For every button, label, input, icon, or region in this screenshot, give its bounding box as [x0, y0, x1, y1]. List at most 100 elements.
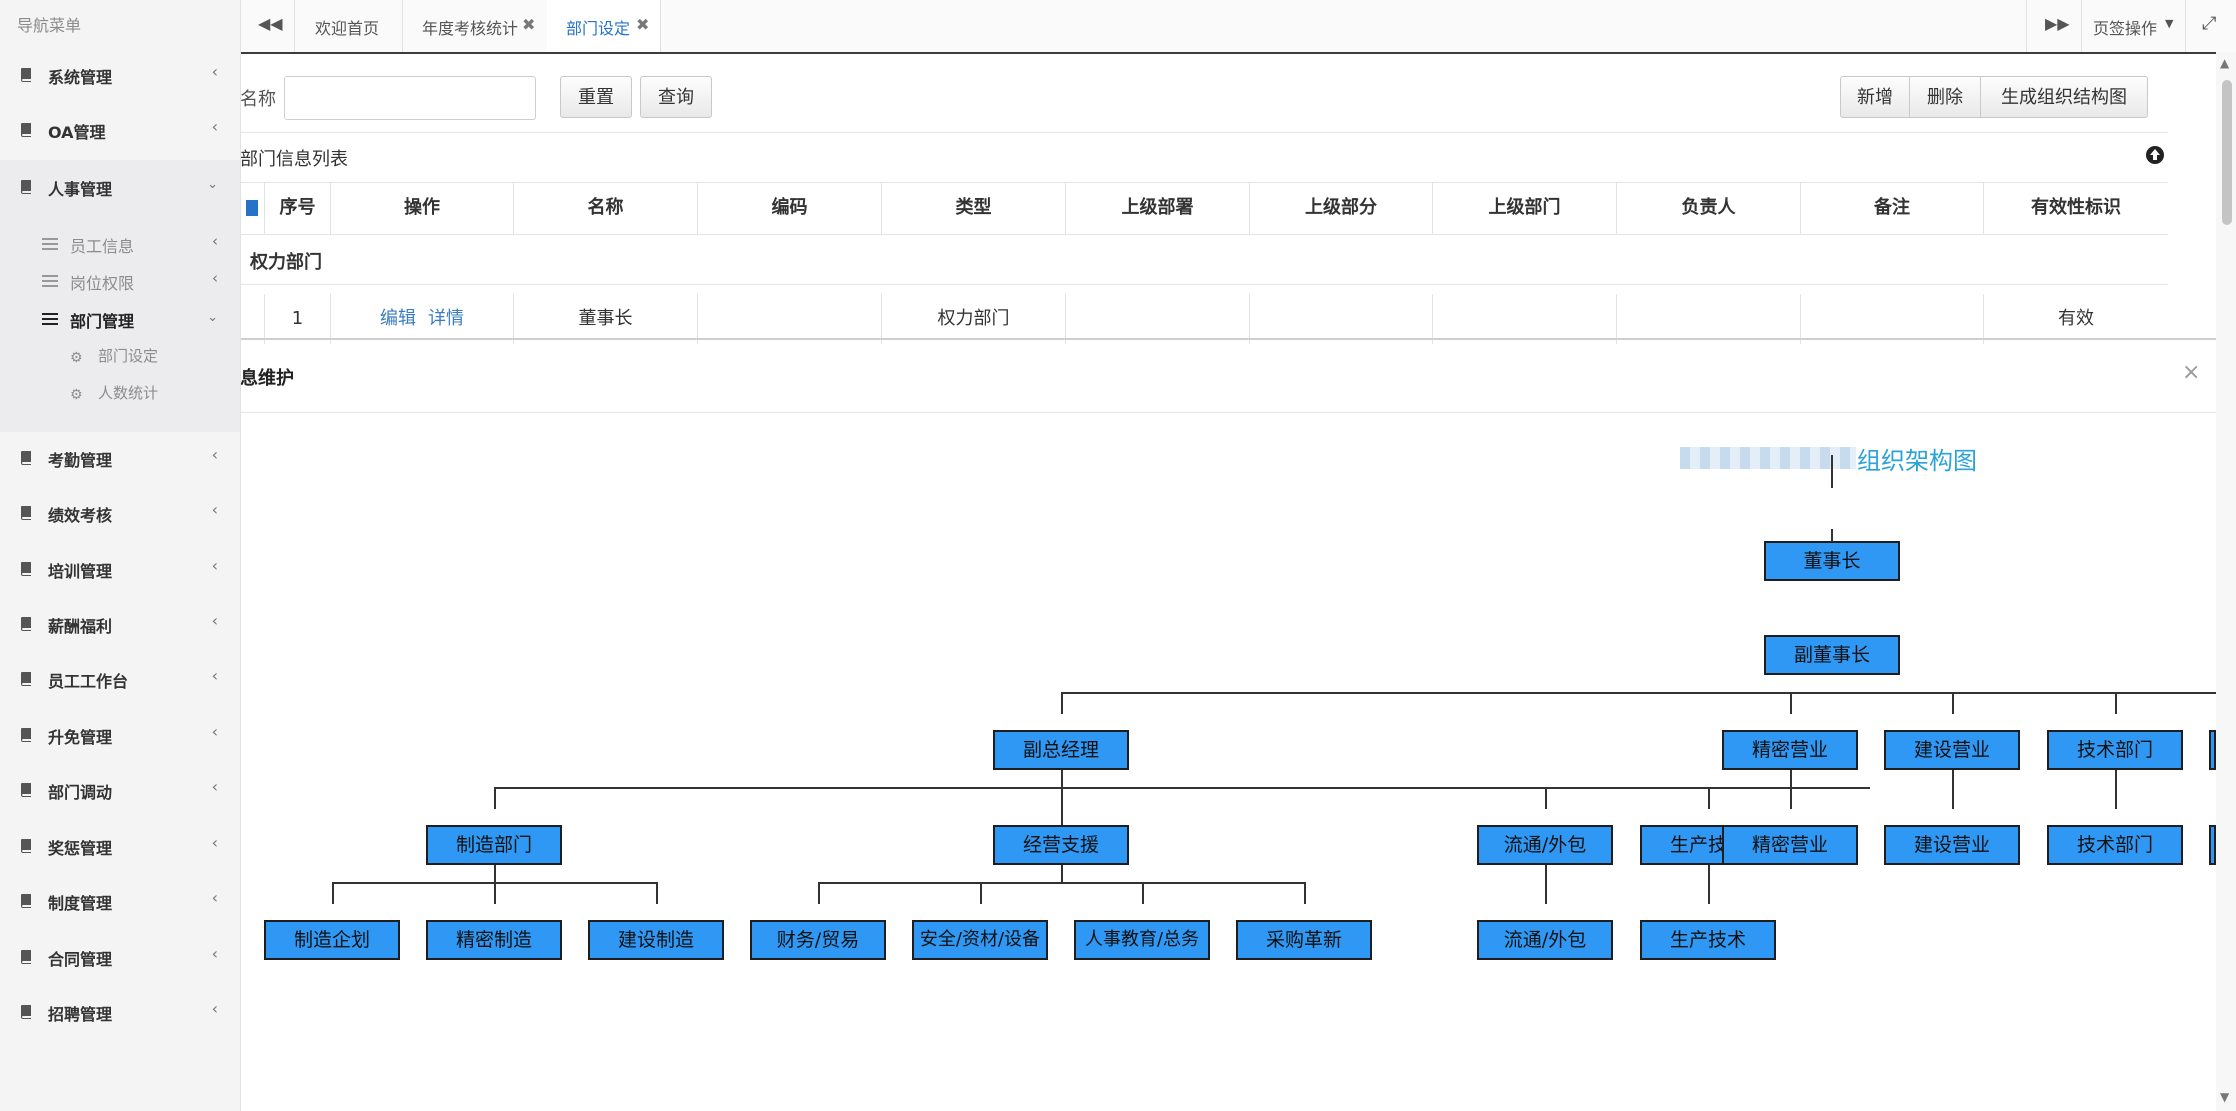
connector-line	[494, 787, 496, 809]
org-node-partial[interactable]	[2209, 825, 2216, 865]
org-node[interactable]: 副总经理	[993, 730, 1129, 770]
col-header[interactable]: 操作	[330, 182, 513, 234]
col-header[interactable]: 名称	[513, 182, 697, 234]
add-button[interactable]: 新增	[1840, 76, 1910, 118]
list-title: 部门信息列表	[240, 149, 348, 170]
sidebar-item-label: 升免管理	[48, 728, 113, 747]
tab-welcome[interactable]: 欢迎首页	[295, 0, 403, 52]
detail-link[interactable]: 详情	[428, 308, 464, 329]
arrow-up-circle-icon[interactable]	[2145, 145, 2165, 165]
checkbox-checked-icon	[246, 200, 258, 216]
sidebar-subitem-label: 部门管理	[70, 312, 135, 331]
sidebar-item-policy[interactable]: 制度管理 ‹	[0, 874, 240, 928]
org-node[interactable]: 技术部门	[2047, 730, 2183, 770]
sidebar-item-promotion[interactable]: 升免管理 ‹	[0, 708, 240, 762]
tab-scroll-right-button[interactable]: ▶▶	[2026, 0, 2082, 52]
org-node[interactable]: 生产技术	[1640, 920, 1776, 960]
nav-title: 导航菜单	[17, 16, 82, 35]
col-header[interactable]: 编码	[697, 182, 881, 234]
list-icon	[42, 275, 58, 287]
org-node[interactable]: 制造部门	[426, 825, 562, 865]
select-all-checkbox[interactable]	[240, 182, 264, 234]
tab-dept-setting[interactable]: 部门设定 ✖	[547, 0, 661, 52]
generate-org-chart-button[interactable]: 生成组织结构图	[1980, 76, 2148, 118]
sidebar-item-employee-info[interactable]: 员工信息 ‹	[0, 226, 240, 262]
reset-button[interactable]: 重置	[560, 76, 632, 118]
scroll-down-icon[interactable]: ▼	[2220, 1090, 2230, 1104]
sidebar-item-attendance[interactable]: 考勤管理 ‹	[0, 431, 240, 485]
name-search-input[interactable]	[284, 76, 536, 120]
org-node[interactable]: 经营支援	[993, 825, 1129, 865]
close-icon[interactable]: ✖	[636, 15, 650, 34]
scrollbar-thumb[interactable]	[2222, 80, 2232, 225]
connector-line	[1142, 882, 1144, 904]
col-header[interactable]: 序号	[264, 182, 330, 234]
sidebar-item-dept-setting[interactable]: ⚙ 部门设定	[0, 338, 240, 374]
connector-line	[2115, 755, 2117, 809]
col-header[interactable]: 备注	[1800, 182, 1983, 234]
org-node[interactable]: 采购革新	[1236, 920, 1372, 960]
sidebar-item-training[interactable]: 培训管理 ‹	[0, 542, 240, 596]
sidebar-item-dept-management[interactable]: 部门管理 ⌄	[0, 301, 240, 337]
col-header[interactable]: 有效性标识	[1983, 182, 2168, 234]
sidebar-item-hr[interactable]: 人事管理 ⌄	[0, 160, 240, 214]
vertical-scrollbar[interactable]	[2216, 52, 2236, 1111]
sidebar-item-label: 系统管理	[48, 68, 113, 87]
org-node[interactable]: 精密制造	[426, 920, 562, 960]
tab-label: 年度考核统计	[422, 19, 519, 38]
row-checkbox[interactable]	[240, 294, 264, 344]
delete-button[interactable]: 删除	[1909, 76, 1981, 118]
sidebar-item-workbench[interactable]: 员工工作台 ‹	[0, 652, 240, 706]
org-node[interactable]: 安全/资材/设备	[912, 920, 1048, 960]
col-header[interactable]: 上级部门	[1432, 182, 1616, 234]
connector-line	[2115, 692, 2117, 714]
org-node-partial[interactable]	[2209, 730, 2216, 770]
sidebar-item-reward[interactable]: 奖惩管理 ‹	[0, 819, 240, 873]
col-header[interactable]: 类型	[881, 182, 1065, 234]
close-icon[interactable]: ✖	[522, 15, 536, 34]
col-header[interactable]: 负责人	[1616, 182, 1800, 234]
org-node[interactable]: 副董事长	[1764, 635, 1900, 675]
org-node[interactable]: 财务/贸易	[750, 920, 886, 960]
sidebar-item-label: 培训管理	[48, 562, 113, 581]
table-cell	[1432, 294, 1616, 344]
tab-scroll-left-button[interactable]: ◀◀	[240, 0, 295, 52]
org-node[interactable]: 精密营业	[1722, 825, 1858, 865]
connector-line	[494, 787, 1870, 789]
group-row-label[interactable]: 权力部门	[250, 252, 322, 273]
org-node[interactable]: 流通/外包	[1477, 825, 1613, 865]
divider	[240, 182, 2168, 183]
sidebar-item-recruit[interactable]: 招聘管理 ‹	[0, 985, 240, 1039]
fullscreen-button[interactable]: ⤢	[2186, 0, 2236, 52]
org-node[interactable]: 流通/外包	[1477, 920, 1613, 960]
scroll-up-icon[interactable]: ▲	[2220, 56, 2230, 70]
sidebar-item-system[interactable]: 系统管理 ‹	[0, 48, 240, 102]
sidebar-item-transfer[interactable]: 部门调动 ‹	[0, 763, 240, 817]
dialog-close-button[interactable]: ×	[2182, 360, 2201, 385]
col-header[interactable]: 上级部分	[1249, 182, 1432, 234]
org-node[interactable]: 人事教育/总务	[1074, 920, 1210, 960]
org-node[interactable]: 建设营业	[1884, 730, 2020, 770]
sidebar-item-performance[interactable]: 绩效考核 ‹	[0, 486, 240, 540]
sidebar-item-headcount[interactable]: ⚙ 人数统计	[0, 375, 240, 411]
page-ops-dropdown[interactable]: 页签操作 ▼	[2081, 0, 2186, 52]
edit-link[interactable]: 编辑	[380, 308, 416, 329]
sidebar-item-position-permission[interactable]: 岗位权限 ‹	[0, 263, 240, 299]
sidebar-item-contract[interactable]: 合同管理 ‹	[0, 930, 240, 984]
org-node[interactable]: 建设营业	[1884, 825, 2020, 865]
org-node[interactable]: 精密营业	[1722, 730, 1858, 770]
query-button[interactable]: 查询	[640, 76, 712, 118]
sidebar-item-oa[interactable]: OA管理 ‹	[0, 103, 240, 157]
col-header[interactable]: 上级部署	[1065, 182, 1249, 234]
chevron-left-icon: ‹	[212, 269, 218, 287]
org-node[interactable]: 董事长	[1764, 541, 1900, 581]
book-icon	[21, 562, 31, 576]
tab-annual-stats[interactable]: 年度考核统计 ✖	[402, 0, 548, 52]
book-icon	[21, 728, 31, 742]
org-node[interactable]: 制造企划	[264, 920, 400, 960]
book-icon	[21, 839, 31, 853]
sidebar-item-salary[interactable]: 薪酬福利 ‹	[0, 597, 240, 651]
org-node[interactable]: 技术部门	[2047, 825, 2183, 865]
connector-line	[656, 882, 658, 904]
org-node[interactable]: 建设制造	[588, 920, 724, 960]
